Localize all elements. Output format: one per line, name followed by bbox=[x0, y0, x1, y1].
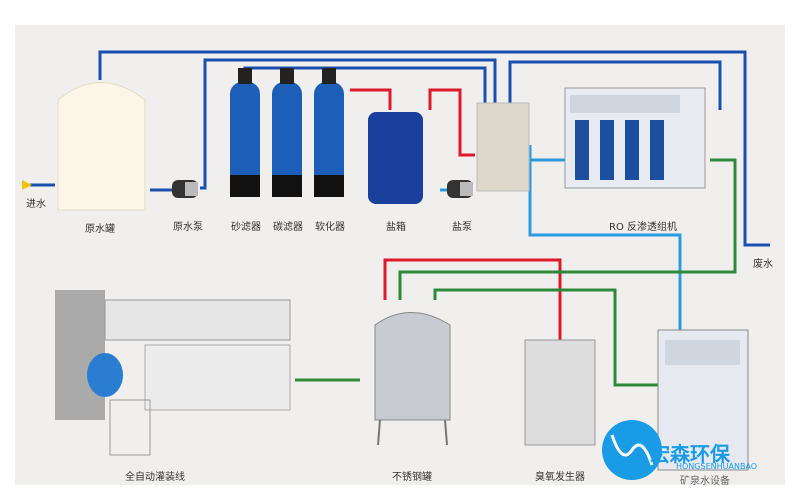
steel-tank-icon bbox=[374, 312, 451, 446]
raw-tank-icon bbox=[57, 82, 146, 211]
pipe-ozone bbox=[383, 258, 562, 340]
label-raw-tank: 原水罐 bbox=[85, 224, 115, 235]
filling-line-icon bbox=[55, 290, 291, 456]
label-mineral: 矿泉水设备 bbox=[680, 476, 730, 487]
pipe-green-2 bbox=[433, 288, 660, 387]
mineral-equipment-icon bbox=[657, 329, 749, 471]
control-box-icon bbox=[476, 102, 530, 192]
brand-logo-icon bbox=[602, 420, 662, 480]
ro-unit-icon bbox=[564, 87, 706, 189]
label-ozone: 臭氧发生器 bbox=[535, 472, 585, 483]
inlet-arrow-icon bbox=[22, 180, 32, 190]
label-inlet: 进水 bbox=[26, 199, 46, 210]
salt-tank-icon bbox=[368, 112, 423, 204]
pipe-green-1 bbox=[398, 158, 737, 300]
label-raw-pump: 原水泵 bbox=[173, 222, 203, 233]
label-softener: 软化器 bbox=[315, 222, 345, 233]
pipe-ro-feed bbox=[508, 60, 722, 110]
ozone-generator-icon bbox=[524, 339, 596, 446]
pipe-top-waste bbox=[98, 50, 770, 247]
label-sand-filter: 砂滤器 bbox=[231, 222, 261, 233]
label-steel-tank: 不锈钢罐 bbox=[392, 472, 432, 483]
raw-pump-icon bbox=[172, 180, 198, 198]
filter-tanks-icon bbox=[230, 68, 344, 197]
label-salt-pump: 盐泵 bbox=[452, 222, 472, 233]
label-filling-line: 全自动灌装线 bbox=[125, 472, 185, 483]
label-waste: 废水 bbox=[753, 259, 773, 270]
pipe-raw bbox=[150, 58, 497, 192]
label-ro: RO 反渗透组机 bbox=[609, 222, 677, 233]
brand-name: 宏森环保 bbox=[650, 442, 730, 466]
label-salt-tank: 盐箱 bbox=[386, 222, 406, 233]
salt-pump-icon bbox=[447, 180, 473, 198]
label-carbon-filter: 碳滤器 bbox=[273, 222, 303, 233]
pipe-salt bbox=[350, 88, 475, 157]
brand-sub: HONGSENHUANBAO bbox=[676, 462, 758, 471]
